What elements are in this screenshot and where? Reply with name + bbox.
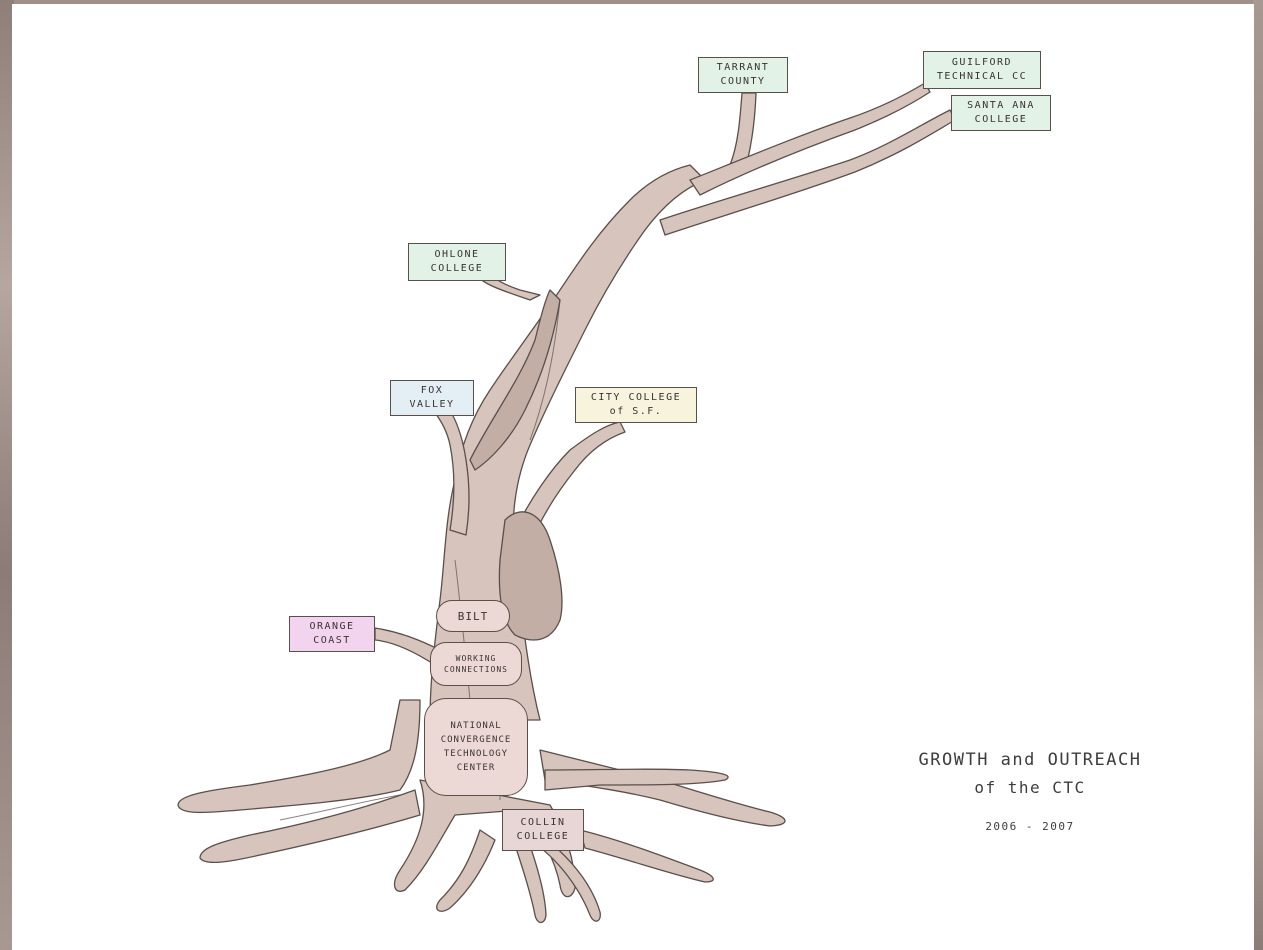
branch-tarrant [729,92,757,171]
frame-left [0,0,14,950]
frame-right [1253,0,1263,950]
root-fine-1 [436,829,496,912]
oval-bilt: BILT [436,600,510,632]
root-left-long [199,789,421,863]
trunk-base [177,699,421,814]
oval-national-convergence: NATIONAL CONVERGENCE TECHNOLOGY CENTER [424,698,528,796]
diagram-years: 2006 - 2007 [985,820,1075,833]
diagram-title: GROWTH and OUTREACH [918,750,1142,770]
branch-santa-ana [659,109,956,236]
diagram-subtitle: of the CTC [974,778,1086,797]
root-right-fine [579,829,714,883]
root-fine-2 [509,829,547,924]
branch-orange-coast [374,627,441,666]
root-fine-3 [529,837,601,922]
branch-city-college [514,421,626,546]
frame-top [0,0,1263,6]
root-right-2 [544,768,729,791]
branch-fox-valley [435,413,470,536]
